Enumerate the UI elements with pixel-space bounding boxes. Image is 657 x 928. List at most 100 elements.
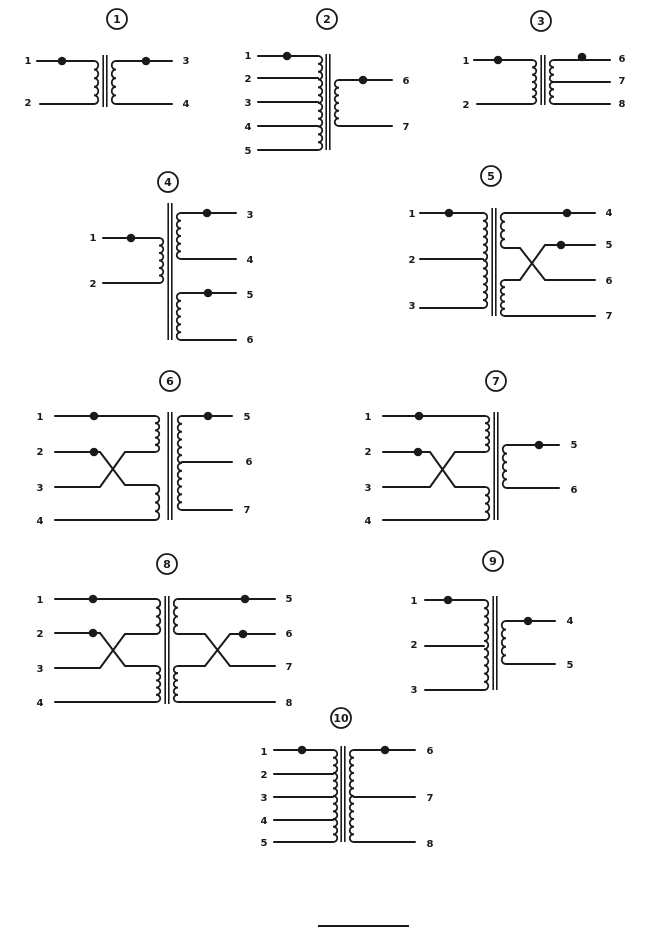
polarity-dot [238,629,248,639]
lead-wire [177,633,276,667]
lead-wire [54,633,157,669]
diagram-number-circle [316,8,338,30]
diagram-number-circle [480,165,502,187]
diagram-number: 4 [164,176,172,189]
polarity-dot [282,51,292,61]
terminal-label: 3 [261,793,268,804]
polarity-dot [444,208,454,218]
terminal-label: 4 [37,516,44,527]
terminal-label: 2 [90,279,97,290]
polarity-dot [534,440,544,450]
diagram-number: 1 [113,13,121,26]
terminal-label: 1 [463,56,470,67]
terminal-label: 5 [571,440,578,451]
polarity-dot [562,208,572,218]
polarity-dot [443,595,453,605]
terminal-label: 3 [183,56,190,67]
terminal-label: 1 [261,747,268,758]
polarity-dot [240,594,250,604]
terminal-label: 2 [463,100,470,111]
terminal-label: 7 [619,76,626,87]
lead-wire [382,451,486,488]
terminal-label: 7 [244,505,251,516]
terminal-label: 6 [286,629,293,640]
winding-coil [155,598,162,635]
terminal-label: 3 [365,483,372,494]
terminal-label: 1 [37,412,44,423]
terminal-label: 1 [25,56,32,67]
terminal-label: 6 [246,457,253,468]
terminal-label: 4 [365,516,372,527]
terminal-label: 2 [411,640,418,651]
winding-coil [176,415,183,511]
terminal-label: 6 [247,335,254,346]
diagram-number: 10 [333,712,349,725]
terminal-label: 1 [37,595,44,606]
winding-coil [348,749,355,843]
terminal-label: 6 [403,76,410,87]
winding-coil [500,620,507,665]
winding-coil [484,415,491,453]
terminal-label: 8 [427,839,434,850]
lead-wire [504,244,596,281]
terminal-label: 4 [567,616,574,627]
terminal-label: 3 [247,210,254,221]
terminal-label: 2 [365,447,372,458]
winding-coil [483,599,490,691]
polarity-dot [577,52,587,62]
terminal-label: 3 [37,664,44,675]
polarity-dot [523,616,533,626]
lead-wire [504,247,596,281]
terminal-label: 4 [245,122,252,133]
polarity-dot [414,411,424,421]
terminal-label: 4 [183,99,190,110]
terminal-label: 6 [606,276,613,287]
polarity-dot [556,240,566,250]
winding-coil [172,665,179,703]
winding-coil [332,749,339,843]
terminal-label: 7 [427,793,434,804]
polarity-dot [89,411,99,421]
polarity-dot [203,411,213,421]
diagram-number-circle [159,370,181,392]
diagram-number-circle [530,10,552,32]
terminal-label: 5 [245,146,252,157]
diagram-number: 8 [163,558,171,571]
terminal-label: 2 [409,255,416,266]
polarity-dot [88,628,98,638]
terminal-label: 4 [247,255,254,266]
polarity-dot [126,233,136,243]
terminal-label: 1 [365,412,372,423]
terminal-label: 1 [90,233,97,244]
polarity-dot [141,56,151,66]
diagram-number-circle [485,370,507,392]
winding-coil [501,444,508,489]
polarity-dot [380,745,390,755]
terminal-label: 1 [409,209,416,220]
winding-coil [333,79,340,127]
polarity-dot [203,288,213,298]
diagram-number: 7 [492,375,500,388]
winding-coil [499,212,506,249]
diagram-number: 5 [487,170,495,183]
terminal-label: 3 [245,98,252,109]
terminal-label: 2 [37,629,44,640]
diagram-number: 6 [166,375,174,388]
diagram-number: 9 [489,555,497,568]
polarity-dot [89,447,99,457]
winding-coil [175,212,182,260]
winding-coil [482,212,489,309]
terminal-label: 8 [619,99,626,110]
polarity-dot [358,75,368,85]
terminal-label: 3 [411,685,418,696]
polarity-dot [202,208,212,218]
